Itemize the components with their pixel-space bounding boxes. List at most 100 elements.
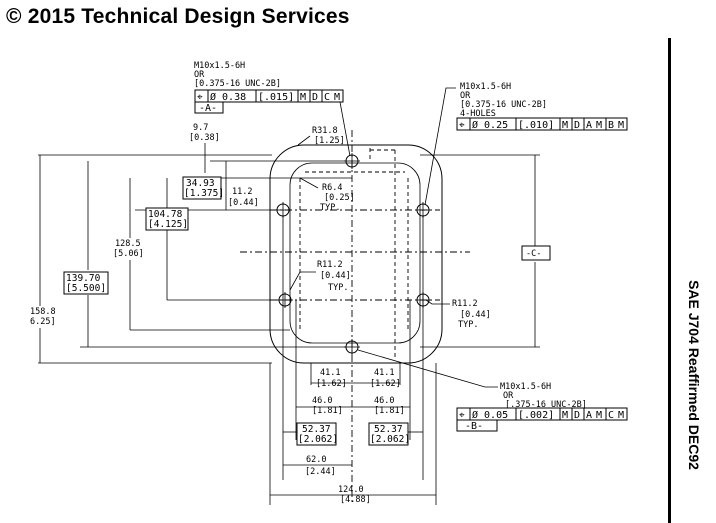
svg-text:M10x1.5-6H: M10x1.5-6H [194, 61, 245, 71]
hole-top [344, 153, 360, 169]
svg-text:[.010]: [.010] [518, 120, 554, 131]
svg-text:11.2: 11.2 [232, 187, 252, 197]
svg-text:[0.44]: [0.44] [228, 198, 259, 208]
dim-r11-2-right: R11.2 [0.44] TYP. [425, 299, 491, 330]
svg-text:34.93: 34.93 [186, 178, 215, 189]
svg-text:R31.8: R31.8 [312, 126, 338, 136]
svg-text:M: M [562, 410, 568, 421]
svg-text:52.37: 52.37 [302, 424, 331, 435]
svg-text:M10x1.5-6H: M10x1.5-6H [500, 382, 551, 392]
svg-text:⌖: ⌖ [459, 410, 465, 421]
bottom-thread-callout: M10x1.5-6H OR [.375-16 UNC-2B] [500, 382, 587, 410]
svg-text:-B-: -B- [465, 421, 483, 432]
svg-text:[5.06]: [5.06] [113, 249, 144, 259]
datum-c-box: -C- [521, 245, 551, 261]
svg-text:TYP.: TYP. [328, 283, 348, 293]
svg-text:4-HOLES: 4-HOLES [460, 109, 496, 119]
svg-text:62.0: 62.0 [306, 455, 326, 465]
dim-34-93: 34.93 [1.375] [182, 176, 352, 200]
svg-text:M: M [334, 92, 340, 103]
svg-text:OR: OR [194, 70, 205, 80]
svg-text:M: M [562, 120, 568, 131]
hole-lower-left [277, 292, 293, 308]
svg-text:[1.81]: [1.81] [374, 406, 405, 416]
dim-r6-4: R6.4 [0.25] TYP. [299, 177, 355, 213]
svg-text:158.8: 158.8 [30, 307, 56, 317]
bottom-leader [357, 349, 498, 388]
svg-text:124.0: 124.0 [338, 485, 364, 495]
svg-text:139.70: 139.70 [66, 273, 101, 284]
hole-upper-right [415, 202, 431, 218]
svg-text:52.37: 52.37 [374, 424, 403, 435]
svg-text:[2.062]: [2.062] [298, 434, 338, 445]
svg-text:6.25]: 6.25] [30, 317, 56, 327]
svg-text:M: M [618, 120, 624, 131]
svg-text:TYP.: TYP. [458, 320, 478, 330]
svg-text:[0.38]: [0.38] [189, 133, 220, 143]
flange-outline [269, 144, 443, 364]
svg-text:[1.25]: [1.25] [314, 136, 345, 146]
svg-text:M: M [300, 92, 306, 103]
svg-text:[4.88]: [4.88] [340, 495, 371, 505]
right-feature-control-frame: ⌖ Ø 0.25 [.010] M D A M B M [456, 117, 628, 131]
svg-text:[.002]: [.002] [518, 410, 554, 421]
top-leader [339, 101, 351, 157]
svg-text:M: M [618, 410, 624, 421]
svg-text:⌖: ⌖ [197, 92, 203, 103]
svg-text:[4.125]: [4.125] [148, 219, 188, 230]
svg-text:⌖: ⌖ [459, 120, 465, 131]
svg-text:C: C [608, 410, 614, 421]
right-thread-callout: M10x1.5-6H OR [0.375-16 UNC-2B] 4-HOLES [460, 82, 547, 119]
svg-text:[0.375-16 UNC-2B]: [0.375-16 UNC-2B] [460, 100, 547, 110]
dim-41-1-right: 41.1 [1.62] [352, 368, 401, 389]
bolt-holes [275, 153, 431, 355]
svg-text:R6.4: R6.4 [322, 183, 342, 193]
svg-text:46.0: 46.0 [374, 396, 394, 406]
svg-text:[.375-16 UNC-2B]: [.375-16 UNC-2B] [505, 400, 587, 410]
svg-text:[1.62]: [1.62] [370, 379, 401, 389]
svg-text:[0.44]: [0.44] [320, 271, 351, 281]
svg-text:-A-: -A- [199, 103, 217, 114]
svg-text:A: A [586, 120, 592, 131]
dim-62-0: 62.0 [2.44] [283, 455, 352, 477]
svg-text:104.78: 104.78 [148, 209, 183, 220]
svg-text:[0.25]: [0.25] [324, 193, 355, 203]
svg-text:Ø 0.38: Ø 0.38 [210, 91, 246, 103]
top-thread-callout: M10x1.5-6H OR [0.375-16 UNC-2B] [194, 61, 281, 89]
svg-text:Ø 0.05: Ø 0.05 [472, 409, 508, 421]
svg-text:D: D [574, 120, 580, 131]
svg-text:TYP.: TYP. [320, 203, 340, 213]
svg-text:[0.375-16 UNC-2B]: [0.375-16 UNC-2B] [194, 79, 281, 89]
svg-text:M: M [596, 410, 602, 421]
svg-text:D: D [312, 92, 318, 103]
svg-text:OR: OR [503, 391, 514, 401]
svg-text:[0.44]: [0.44] [460, 310, 491, 320]
dim-124-0: 124.0 [4.88] [270, 485, 436, 505]
svg-text:M10x1.5-6H: M10x1.5-6H [460, 82, 511, 92]
svg-text:C: C [324, 92, 330, 103]
dim-139-70: 139.70 [5.500] [63, 161, 346, 348]
svg-text:OR: OR [460, 91, 471, 101]
svg-text:D: D [574, 410, 580, 421]
dim-r11-2-center: R11.2 [0.44] TYP. [289, 260, 351, 293]
svg-text:41.1: 41.1 [320, 368, 340, 378]
dim-46-0-right: 46.0 [1.81] [352, 396, 410, 416]
dim-158-8: 158.8 6.25] [30, 154, 272, 364]
side-border-rule [668, 38, 671, 523]
dim-r31-8: R31.8 [1.25] [297, 126, 345, 146]
svg-text:[1.375]: [1.375] [184, 188, 224, 199]
centerlines [240, 130, 470, 505]
bottom-feature-control-frame: ⌖ Ø 0.05 [.002] M D A M C M -B- [456, 407, 628, 432]
svg-text:[5.500]: [5.500] [66, 283, 106, 294]
svg-text:-C-: -C- [526, 249, 541, 259]
right-leader [424, 87, 456, 206]
svg-text:R11.2: R11.2 [317, 260, 343, 270]
svg-text:41.1: 41.1 [374, 368, 394, 378]
svg-text:R11.2: R11.2 [452, 299, 478, 309]
dim-128-5: 128.5 [5.06] [113, 178, 290, 331]
copyright-notice: © 2015 Technical Design Services [6, 5, 350, 28]
dim-41-1-left: 41.1 [1.62] [311, 368, 352, 389]
svg-text:[.015]: [.015] [258, 92, 294, 103]
svg-text:[2.062]: [2.062] [370, 434, 410, 445]
